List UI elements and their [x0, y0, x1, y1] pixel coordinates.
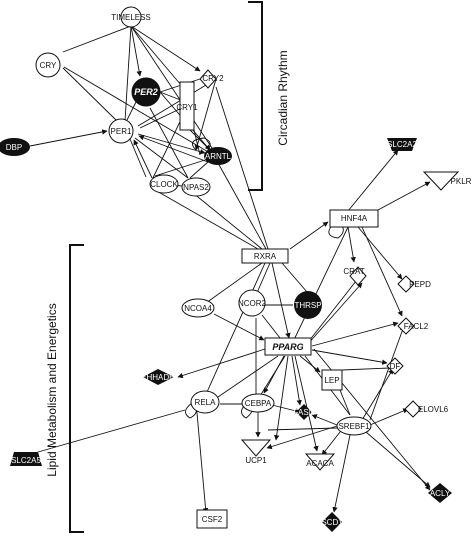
node-thrsp-label: THRSP: [294, 301, 321, 310]
node-slc2a5[interactable]: SLC2A5: [10, 452, 42, 466]
node-timeless[interactable]: TIMELESS: [111, 6, 151, 28]
lipid-group-label: Lipid Metabolism and Energetics: [45, 303, 59, 476]
node-cry-label: CRY: [40, 61, 57, 70]
node-clock[interactable]: CLOCK: [149, 174, 179, 194]
node-timeless-label: TIMELESS: [111, 13, 151, 22]
node-pparg-label: PPARG: [272, 342, 303, 352]
node-srebf1[interactable]: SREBF1: [336, 416, 372, 436]
node-per1[interactable]: PER1: [108, 118, 134, 144]
node-cry2-label: CRY2: [202, 74, 224, 83]
node-cry1-label: CRY1: [176, 103, 198, 112]
node-dbp[interactable]: DBP: [0, 138, 30, 156]
node-lep-label: LEP: [324, 376, 339, 385]
node-npas2-label: NPAS2: [183, 183, 209, 192]
node-ncoa4-label: NCOA4: [184, 304, 212, 313]
node-ucp1-label: UCP1: [245, 456, 267, 465]
node-acaca-label: ACACA: [306, 459, 334, 468]
node-clock-label: CLOCK: [150, 180, 178, 189]
node-ncor2-label: NCOR2: [238, 299, 267, 308]
node-srebf1-label: SREBF1: [338, 422, 370, 431]
node-arntl-label: ARNTL: [205, 152, 232, 161]
node-acly[interactable]: ACLY: [428, 483, 452, 503]
edges: [29, 25, 431, 514]
node-pklr-label: PKLR: [451, 177, 472, 186]
node-per2-label: PER2: [134, 87, 158, 97]
node-crat-label: CRAT: [343, 267, 364, 276]
node-csf2[interactable]: CSF2: [196, 509, 228, 529]
circadian-bracket: [248, 1, 263, 191]
node-acly-label: ACLY: [430, 489, 451, 498]
node-cry1[interactable]: CRY1: [176, 81, 198, 131]
lipid-bracket: [69, 244, 84, 533]
node-elovl6[interactable]: ELOVL6: [404, 400, 449, 418]
node-cry2[interactable]: CRY2: [199, 69, 224, 89]
node-dbp-label: DBP: [6, 143, 22, 152]
node-slc2a2-label: SLC2A2: [387, 140, 417, 149]
node-scd1[interactable]: SCD1: [321, 512, 343, 532]
node-pparg[interactable]: PPARG: [264, 337, 312, 356]
node-slc2a2[interactable]: SLC2A2: [387, 138, 417, 151]
circadian-group-label: Circadian Rhythm: [276, 50, 290, 145]
node-cry[interactable]: CRY: [35, 52, 61, 78]
node-fasn[interactable]: FASN: [294, 404, 315, 420]
node-elovl6-label: ELOVL6: [418, 405, 449, 414]
node-hnf4a[interactable]: HNF4A: [329, 209, 379, 228]
node-crat[interactable]: CRAT: [343, 266, 367, 286]
node-facl2[interactable]: FACL2: [397, 317, 429, 335]
node-per1-label: PER1: [111, 127, 132, 136]
node-cebpa[interactable]: CEBPA: [241, 393, 275, 413]
node-cebpa-label: CEBPA: [245, 399, 272, 408]
node-rela-label: RELA: [195, 398, 217, 407]
node-ehhadh[interactable]: EHHADH: [141, 369, 175, 385]
node-npas2[interactable]: NPAS2: [181, 177, 211, 197]
node-slc2a5-label: SLC2A5: [11, 456, 41, 465]
node-ehhadh-label: EHHADH: [141, 373, 175, 382]
node-thrsp[interactable]: THRSP: [294, 291, 322, 319]
node-df-label: DF: [390, 362, 401, 371]
node-ncoa4[interactable]: NCOA4: [181, 298, 215, 318]
node-lep[interactable]: LEP: [321, 369, 343, 391]
node-rxra[interactable]: RXRA: [241, 248, 289, 264]
node-ucp1[interactable]: UCP1: [240, 439, 272, 465]
node-pepd-label: PEPD: [409, 280, 431, 289]
node-per2[interactable]: PER2: [131, 77, 161, 107]
node-rela[interactable]: RELA: [190, 390, 220, 414]
node-df[interactable]: DF: [386, 357, 404, 375]
node-scd1-label: SCD1: [321, 518, 343, 527]
node-hnf4a-label: HNF4A: [341, 214, 368, 223]
node-pepd[interactable]: PEPD: [397, 275, 431, 293]
node-acaca[interactable]: ACACA: [304, 453, 336, 471]
node-facl2-label: FACL2: [404, 322, 429, 331]
self-loops: [185, 137, 344, 419]
node-ncor2[interactable]: NCOR2: [238, 289, 267, 317]
node-fasn-label: FASN: [294, 408, 315, 417]
node-csf2-label: CSF2: [202, 515, 223, 524]
node-pklr[interactable]: PKLR: [422, 171, 472, 191]
node-rxra-label: RXRA: [254, 252, 277, 261]
node-arntl[interactable]: ARNTL: [204, 147, 232, 165]
